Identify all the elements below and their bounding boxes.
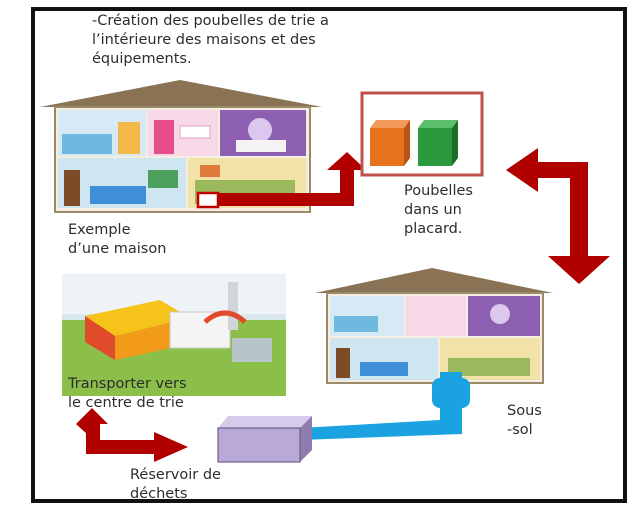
label-house-line-1: Exemple (68, 222, 131, 238)
title-line-2: l’intérieure des maisons et des (92, 32, 316, 48)
label-cupboard-line-2: dans un (404, 202, 462, 218)
arrow-down-right (506, 148, 610, 284)
label-cupboard-line-3: placard. (404, 221, 463, 237)
label-basement: Sous -sol (507, 402, 542, 440)
bin-orange (370, 128, 404, 166)
label-cupboard: Poubelles dans un placard. (404, 182, 473, 239)
label-house-line-2: d’une maison (68, 241, 167, 257)
house-top-roof (40, 80, 322, 107)
house-bottom-roof (315, 268, 553, 293)
arrow-reservoir-to-center (76, 408, 188, 462)
diagram-title: -Création des poubelles de trie a l’inté… (92, 12, 472, 69)
house-bottom (315, 268, 553, 384)
title-line-3: équipements. (92, 51, 192, 67)
label-reservoir-line-1: Réservoir de (130, 467, 221, 483)
label-transport: Transporter vers le centre de trie (68, 375, 187, 413)
label-basement-line-1: Sous (507, 403, 542, 419)
label-reservoir: Réservoir de déchets (130, 466, 221, 504)
label-transport-line-2: le centre de trie (68, 395, 184, 411)
pipe (300, 372, 470, 440)
label-house: Exemple d’une maison (68, 221, 166, 259)
label-reservoir-line-2: déchets (130, 486, 188, 502)
house-top (40, 80, 322, 213)
title-line-1: -Création des poubelles de trie a (92, 13, 329, 29)
label-transport-line-1: Transporter vers (68, 376, 187, 392)
bin-green (418, 128, 452, 166)
cupboard (360, 91, 484, 177)
label-basement-line-2: -sol (507, 422, 533, 438)
reservoir-cube (217, 416, 312, 463)
recycling-center-image (62, 274, 286, 396)
label-cupboard-line-1: Poubelles (404, 183, 473, 199)
arrow-house-to-cupboard (218, 152, 366, 206)
